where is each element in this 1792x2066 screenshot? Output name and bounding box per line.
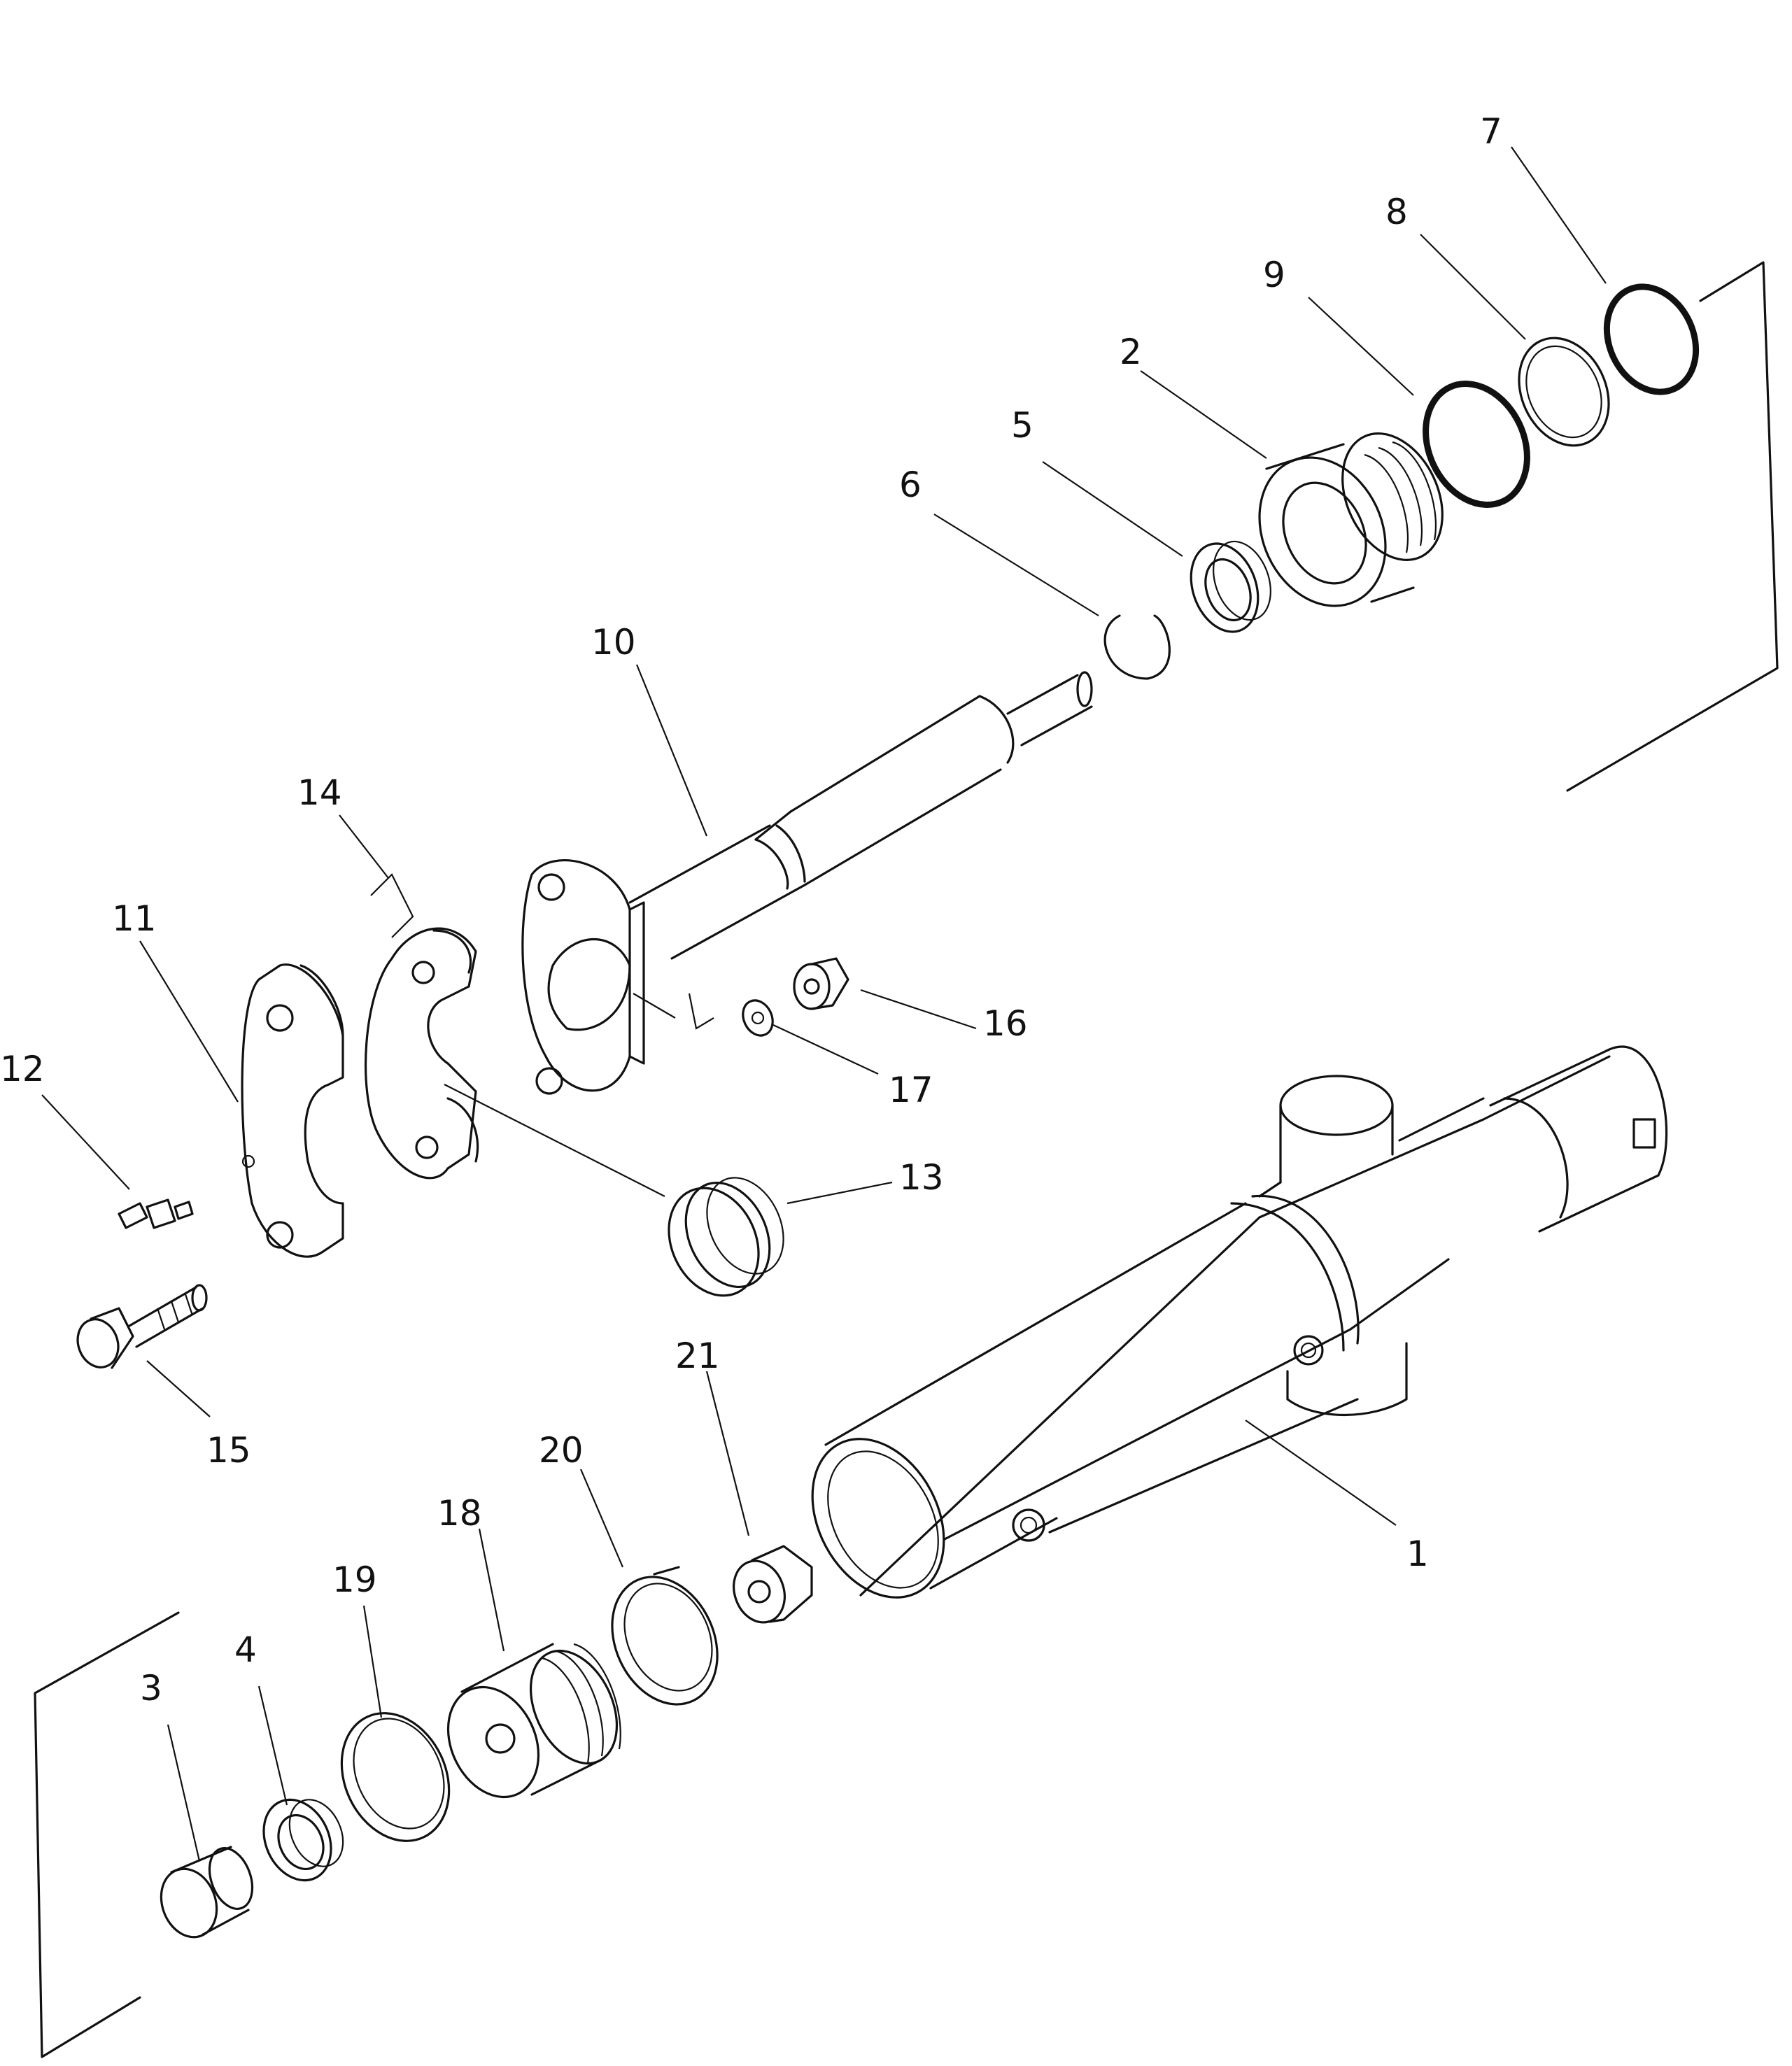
- callout-7: 7: [1480, 111, 1502, 152]
- part-10-piston-rod: [521, 671, 1093, 1095]
- part-15-bolt: [76, 1284, 208, 1369]
- callout-14: 14: [297, 772, 342, 813]
- part-7-o-ring: [1603, 283, 1700, 395]
- part-12-grease-nipple: [118, 1198, 194, 1229]
- part-8-backup-ring: [1518, 337, 1610, 447]
- part-11-cap: [241, 963, 344, 1258]
- callout-15: 15: [206, 1430, 251, 1471]
- part-14-shim: [364, 873, 479, 1180]
- callout-2: 2: [1120, 332, 1142, 372]
- part-21-nut: [733, 1545, 813, 1624]
- callout-8: 8: [1385, 192, 1408, 232]
- group-bracket-piston: [34, 1611, 180, 2058]
- callout-20: 20: [539, 1430, 584, 1471]
- callout-9: 9: [1263, 255, 1285, 295]
- callout-13: 13: [899, 1157, 944, 1198]
- part-6-snap-ring: [1103, 614, 1171, 680]
- callout-17: 17: [889, 1070, 933, 1110]
- callout-6: 6: [899, 465, 922, 505]
- callout-5: 5: [1011, 405, 1033, 446]
- callout-3: 3: [140, 1668, 162, 1708]
- part-4-bushing: [262, 1798, 344, 1882]
- part-5-bushing: [1190, 540, 1271, 633]
- callout-16: 16: [983, 1003, 1028, 1044]
- callout-labels: 1 2 3 4 5 6 7 8 9 10 11 12 13 14 15 16 1…: [0, 111, 1502, 1708]
- group-bracket-head: [1566, 261, 1779, 792]
- callout-10: 10: [591, 622, 636, 663]
- callout-11: 11: [112, 898, 157, 939]
- part-1-cylinder-tube: [811, 1045, 1668, 1599]
- part-18-piston: [446, 1643, 621, 1799]
- callout-21: 21: [675, 1336, 720, 1376]
- part-17-washer: [742, 999, 774, 1037]
- callout-18: 18: [437, 1493, 482, 1534]
- callout-19: 19: [332, 1559, 377, 1600]
- part-2-cylinder-head: [1258, 432, 1444, 607]
- part-20-wear-ring: [611, 1566, 719, 1706]
- part-16-nut: [793, 957, 849, 1010]
- part-9-o-ring: [1423, 381, 1530, 508]
- callout-4: 4: [234, 1629, 257, 1670]
- leader-lines: [41, 146, 1607, 1862]
- part-3-cap: [160, 1846, 254, 1939]
- callout-12: 12: [0, 1049, 45, 1089]
- callout-1: 1: [1406, 1534, 1429, 1574]
- part-13-bushing: [668, 1177, 784, 1297]
- part-19-ring: [340, 1712, 451, 1842]
